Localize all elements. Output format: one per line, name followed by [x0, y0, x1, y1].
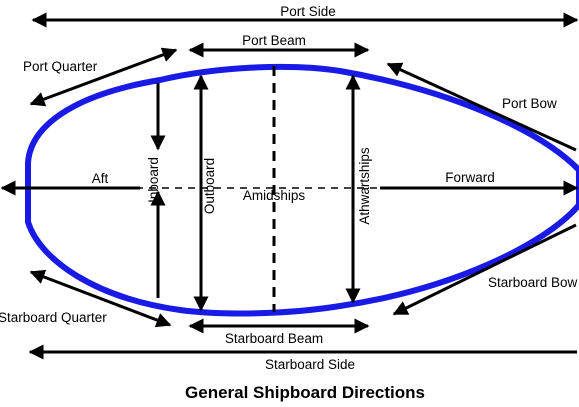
aft-label: Aft [92, 171, 109, 186]
amidships-label: Amidships [243, 188, 306, 203]
forward-label: Forward [445, 170, 495, 185]
starboard-bow-arrow [392, 223, 577, 316]
starboard-side-label: Starboard Side [265, 357, 355, 372]
port-bow-label: Port Bow [502, 96, 557, 111]
starboard-quarter-arrow [29, 269, 172, 328]
port-bow-arrow [386, 62, 577, 152]
inboard-label: Inboard [146, 157, 161, 203]
starboard-bow-label: Starboard Bow [488, 275, 578, 290]
port-beam-label: Port Beam [242, 33, 306, 48]
diagram-title: General Shipboard Directions [185, 383, 425, 402]
outboard-label: Outboard [202, 158, 217, 214]
port-quarter-label: Port Quarter [23, 59, 98, 74]
starboard-beam-label: Starboard Beam [225, 331, 323, 346]
port-quarter-arrow [29, 47, 178, 107]
port-side-label: Port Side [280, 4, 336, 19]
starboard-quarter-label: Starboard Quarter [0, 310, 107, 325]
athwartships-label: Athwartships [357, 147, 372, 225]
